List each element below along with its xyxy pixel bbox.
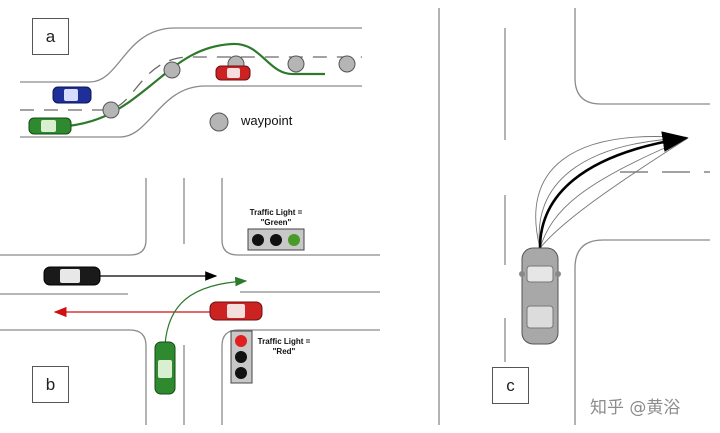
road-b-lower-right-corner xyxy=(221,329,380,425)
road-b-upper-right-corner xyxy=(221,178,380,256)
light-off xyxy=(235,351,247,363)
road-a-lane-dash xyxy=(20,56,362,111)
car-black xyxy=(43,266,101,286)
light-off xyxy=(235,367,247,379)
traffic-light-red-title: Traffic Light = "Red" xyxy=(239,337,329,357)
light-red-on xyxy=(235,335,247,347)
candidate-path xyxy=(539,137,689,249)
candidate-path xyxy=(535,136,689,249)
panel-label-c: c xyxy=(492,367,529,404)
light-off xyxy=(270,234,282,246)
road-c-upper-corner xyxy=(574,8,710,105)
car-green-b xyxy=(154,341,176,395)
light-green-on xyxy=(288,234,300,246)
road-b-lower-left-corner xyxy=(0,329,147,425)
road-a-bottom-edge xyxy=(20,85,362,138)
waypoint-legend-icon xyxy=(209,112,229,132)
traffic-light-green xyxy=(247,228,305,251)
traffic-light-green-title: Traffic Light = "Green" xyxy=(231,208,321,228)
light-off xyxy=(252,234,264,246)
car-red-b xyxy=(209,301,263,321)
traffic-light-state: "Green" xyxy=(260,218,292,227)
car-silver xyxy=(519,247,561,345)
waypoint-marker xyxy=(102,101,120,119)
selected-path xyxy=(538,131,689,249)
waypoint-marker xyxy=(338,55,356,73)
traffic-light-title-line: Traffic Light = xyxy=(249,208,303,217)
road-b-upper-left-corner xyxy=(0,178,147,256)
road-a-top-edge xyxy=(20,27,362,83)
arrow-green-turn xyxy=(164,276,248,346)
planned-path xyxy=(34,42,325,129)
waypoint-legend-label: waypoint xyxy=(241,113,293,128)
traffic-light-red xyxy=(230,330,253,384)
car-red-a xyxy=(215,65,251,81)
panel-label-b: b xyxy=(32,366,69,403)
waypoint-marker xyxy=(163,61,181,79)
panel-b-road xyxy=(0,178,380,425)
candidate-path xyxy=(539,137,689,249)
waypoint-marker xyxy=(287,55,305,73)
car-green-a xyxy=(28,117,72,135)
panel-a-road xyxy=(20,27,362,138)
traffic-light-title-line: Traffic Light = xyxy=(257,337,311,346)
car-blue xyxy=(52,86,92,104)
candidate-trajectories xyxy=(535,131,689,249)
panel-c-road xyxy=(438,8,710,425)
candidate-path xyxy=(538,137,689,249)
panel-label-a: a xyxy=(32,18,69,55)
watermark-text: 知乎 @黄浴 xyxy=(590,398,681,418)
road-c-lower-corner xyxy=(574,239,710,425)
traffic-light-state: "Red" xyxy=(272,347,296,356)
